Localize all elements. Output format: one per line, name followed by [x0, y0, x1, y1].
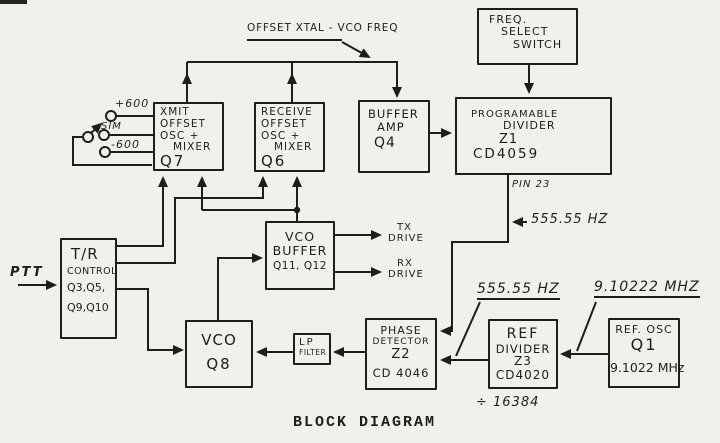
block-label: SWITCH — [513, 37, 563, 51]
rx-drive-line2: DRIVE — [388, 269, 424, 281]
tx-drive-line2: DRIVE — [388, 233, 424, 245]
block-vco-buffer: VCO BUFFER Q11, Q12 — [265, 221, 335, 290]
switch-position-plus600-label: +600 — [115, 97, 150, 110]
block-buffer-amp: BUFFER AMP Q4 — [358, 100, 430, 173]
rx-drive-label: RX DRIVE — [388, 258, 424, 280]
block-label: PROGRAMABLE — [471, 109, 559, 120]
block-label: XMIT — [160, 106, 190, 118]
block-label: DIVIDER — [503, 119, 556, 133]
block-label: OSC + — [160, 129, 200, 142]
block-xmit-offset-osc-mixer: XMIT OFFSET OSC + MIXER Q7 — [153, 102, 224, 171]
divide-ratio-label: ÷ 16384 — [476, 395, 540, 410]
block-part-number: CD4059 — [473, 146, 540, 163]
block-designator: Q3,Q5, — [67, 281, 106, 295]
wire-pin23-to-phase — [440, 175, 509, 336]
block-label: DETECTOR — [372, 337, 430, 348]
block-lp-filter: LP FILTER — [293, 333, 331, 365]
page-title: BLOCK DIAGRAM — [293, 414, 437, 431]
switch-contact-sim — [98, 129, 110, 141]
block-designator: Z3 — [514, 353, 532, 368]
arrow-switch-arm — [90, 122, 103, 134]
block-label: OFFSET — [261, 117, 307, 130]
block-phase-detector: PHASE DETECTOR Z2 CD 4046 — [365, 318, 437, 390]
block-part-number: CD4020 — [495, 368, 551, 383]
wire-offset-bus — [187, 61, 402, 98]
ptt-input-label: PTT — [10, 265, 44, 280]
block-label: AMP — [377, 119, 405, 134]
block-part-number: CD 4046 — [372, 365, 430, 380]
tx-drive-line1: TX — [397, 222, 412, 233]
oscillator-frequency-label: 9.10222 MHZ — [594, 279, 700, 298]
switch-position-minus600-label: -600 — [111, 138, 140, 151]
block-programmable-divider: PROGRAMABLE DIVIDER Z1 CD4059 — [455, 97, 612, 175]
pin23-frequency-label: 555.55 HZ — [531, 212, 609, 227]
block-label: SELECT — [501, 25, 549, 39]
block-label: DIVIDER — [495, 341, 551, 356]
block-designator: Z1 — [499, 131, 519, 147]
switch-contact-minus600 — [99, 146, 111, 158]
block-designator: Q4 — [374, 134, 396, 151]
block-label: REF. OSC — [615, 323, 673, 336]
block-label: LP — [299, 337, 315, 348]
block-label: VCO — [284, 229, 316, 244]
block-ref-osc: REF. OSC Q1 9.1022 MHz — [608, 318, 685, 388]
block-label: REF — [506, 326, 540, 342]
rx-drive-line1: RX — [397, 258, 413, 269]
switch-pole-contact — [82, 131, 94, 143]
block-designator: Q11, Q12 — [273, 260, 327, 272]
block-vco: VCO Q8 — [185, 320, 253, 388]
line-mhz-pointer — [576, 301, 597, 352]
block-tr-control: T/R CONTROL Q3,Q5, Q9,Q10 — [60, 238, 117, 339]
block-label: OSC + — [261, 129, 301, 142]
junction-dot — [293, 206, 301, 214]
arrow-vco-to-vcobuffer — [217, 253, 263, 320]
tx-drive-label: TX DRIVE — [388, 222, 424, 244]
block-label: BUFFER — [368, 107, 419, 121]
block-designator: Z2 — [391, 347, 411, 363]
block-label: RECEIVE — [261, 106, 313, 118]
block-label: MIXER — [173, 141, 212, 154]
block-designator: Q6 — [261, 152, 287, 170]
block-receive-offset-osc-mixer: RECEIVE OFFSET OSC + MIXER Q6 — [254, 102, 325, 172]
block-designator: Q8 — [206, 354, 232, 373]
bus-label: OFFSET XTAL - VCO FREQ — [247, 22, 399, 34]
wire-switch-pole — [72, 136, 152, 166]
pin23-label: PIN 23 — [512, 179, 551, 190]
block-label: PHASE — [380, 324, 422, 337]
arrow-bus-label-pointer — [341, 41, 371, 58]
block-label: OFFSET — [160, 117, 206, 130]
switch-contact-plus600 — [105, 110, 117, 122]
block-designator: Q7 — [160, 152, 186, 170]
arrow-tr-to-vco — [115, 288, 184, 355]
block-freq-select-switch: FREQ. SELECT SWITCH — [477, 8, 578, 65]
reference-frequency-label: 555.55 HZ — [477, 281, 560, 300]
block-label: FREQ. — [489, 13, 528, 26]
block-designator: Q9,Q10 — [67, 300, 109, 314]
switch-position-sim-label: SIM — [101, 121, 122, 132]
arrow-tr-to-q6 — [115, 176, 268, 264]
line-hz2-pointer — [455, 301, 481, 357]
block-label: VCO — [201, 331, 237, 349]
arrow-tr-to-q7 — [115, 176, 168, 247]
block-designator: Q1 — [630, 335, 658, 355]
block-label: FILTER — [299, 348, 327, 358]
block-label: T/R — [71, 245, 99, 263]
block-label: BUFFER — [272, 243, 328, 258]
block-ref-divider: REF DIVIDER Z3 CD4020 — [488, 319, 558, 389]
block-label: CONTROL — [67, 265, 117, 277]
block-label: MIXER — [274, 141, 313, 154]
block-frequency: 9.1022 MHz — [610, 360, 685, 376]
scan-artifact — [0, 0, 27, 4]
